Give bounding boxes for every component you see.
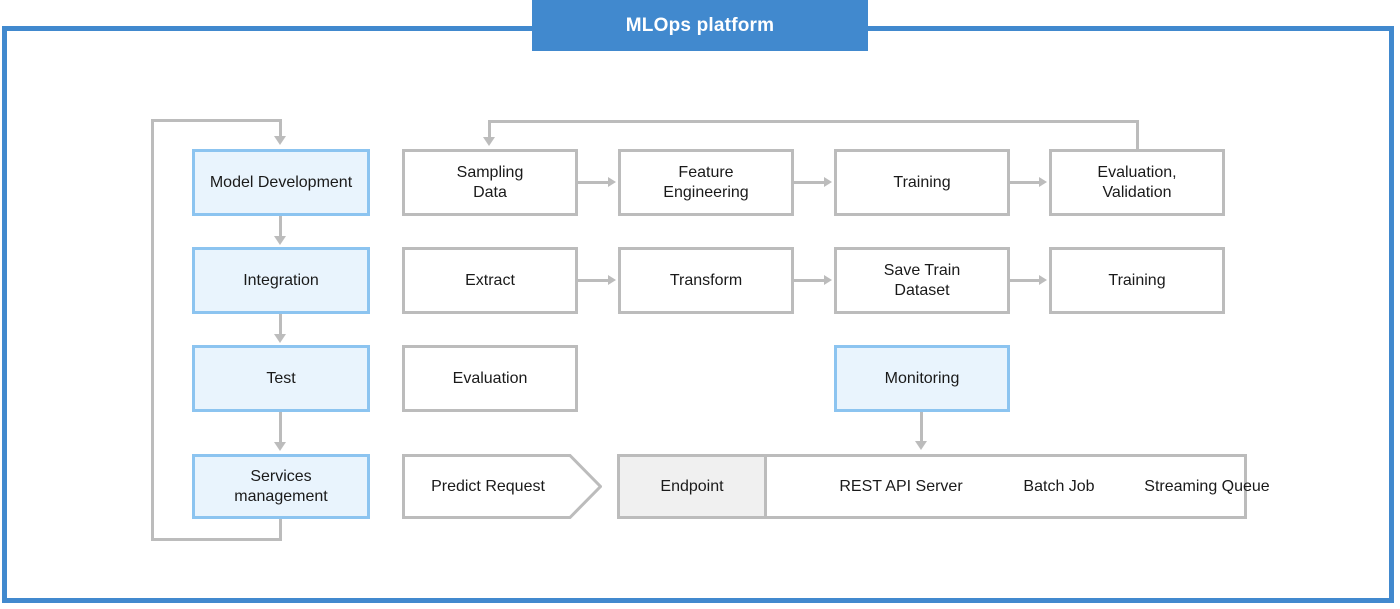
predict-request-label: Predict Request bbox=[431, 477, 545, 495]
connector-feature-to-training-arrow bbox=[824, 177, 832, 187]
connector-extract-to-transform-line bbox=[578, 279, 610, 282]
connector-sampling-to-feature-arrow bbox=[608, 177, 616, 187]
serving-endpoint-box[interactable]: Endpoint bbox=[617, 454, 767, 519]
pipeline-loop-arrow bbox=[483, 137, 495, 146]
connector-extract-to-transform-arrow bbox=[608, 275, 616, 285]
pipeline-step-extract[interactable]: Extract bbox=[402, 247, 578, 314]
connector-model-to-integration-arrow bbox=[274, 236, 286, 245]
lifecycle-loop-enter-line bbox=[279, 119, 282, 137]
pipeline-step-evaluation[interactable]: Evaluation bbox=[402, 345, 578, 412]
lifecycle-loop-bottom bbox=[151, 538, 282, 541]
connector-save-to-training-line bbox=[1010, 279, 1041, 282]
connector-transform-to-save-arrow bbox=[824, 275, 832, 285]
connector-test-to-services-line bbox=[279, 412, 282, 443]
pipeline-step-training[interactable]: Training bbox=[834, 149, 1010, 216]
connector-save-to-training-arrow bbox=[1039, 275, 1047, 285]
connector-feature-to-training-line bbox=[794, 181, 826, 184]
connector-monitoring-to-endpoint-arrow bbox=[915, 441, 927, 450]
connector-test-to-services-arrow bbox=[274, 442, 286, 451]
service-batch-job[interactable]: Batch Job bbox=[1023, 477, 1095, 495]
pipeline-step-evaluation-validation[interactable]: Evaluation, Validation bbox=[1049, 149, 1225, 216]
connector-model-to-integration-line bbox=[279, 216, 282, 237]
lifecycle-node-model-development[interactable]: Model Development bbox=[192, 149, 370, 216]
lifecycle-loop-top bbox=[151, 119, 282, 122]
lifecycle-node-integration[interactable]: Integration bbox=[192, 247, 370, 314]
page-title: MLOps platform bbox=[532, 0, 868, 51]
serving-services-strip: REST API Server Batch Job Streaming Queu… bbox=[764, 454, 1270, 519]
pipeline-step-sampling-data[interactable]: Sampling Data bbox=[402, 149, 578, 216]
connector-transform-to-save-line bbox=[794, 279, 826, 282]
lifecycle-loop-left bbox=[151, 119, 154, 541]
service-rest-api-server[interactable]: REST API Server bbox=[839, 477, 963, 495]
pipeline-step-transform[interactable]: Transform bbox=[618, 247, 794, 314]
pentagon-icon bbox=[402, 454, 602, 519]
connector-training-to-evaluation-arrow bbox=[1039, 177, 1047, 187]
lifecycle-loop-enter-arrow bbox=[274, 136, 286, 145]
pipeline-loop-right-up bbox=[1136, 120, 1139, 151]
pipeline-step-feature-engineering[interactable]: Feature Engineering bbox=[618, 149, 794, 216]
lifecycle-node-services-management[interactable]: Services management bbox=[192, 454, 370, 519]
pipeline-step-training-2[interactable]: Training bbox=[1049, 247, 1225, 314]
pipeline-step-save-train-dataset[interactable]: Save Train Dataset bbox=[834, 247, 1010, 314]
pipeline-loop-top bbox=[488, 120, 1139, 123]
connector-integration-to-test-line bbox=[279, 314, 282, 335]
predict-request-shape[interactable]: Predict Request bbox=[402, 454, 602, 519]
connector-monitoring-to-endpoint-line bbox=[920, 412, 923, 442]
lifecycle-loop-down bbox=[279, 519, 282, 541]
connector-integration-to-test-arrow bbox=[274, 334, 286, 343]
service-streaming-queue[interactable]: Streaming Queue bbox=[1144, 477, 1270, 495]
pipeline-loop-left-down bbox=[488, 120, 491, 138]
pipeline-step-monitoring[interactable]: Monitoring bbox=[834, 345, 1010, 412]
lifecycle-node-test[interactable]: Test bbox=[192, 345, 370, 412]
connector-training-to-evaluation-line bbox=[1010, 181, 1041, 184]
connector-sampling-to-feature-line bbox=[578, 181, 610, 184]
